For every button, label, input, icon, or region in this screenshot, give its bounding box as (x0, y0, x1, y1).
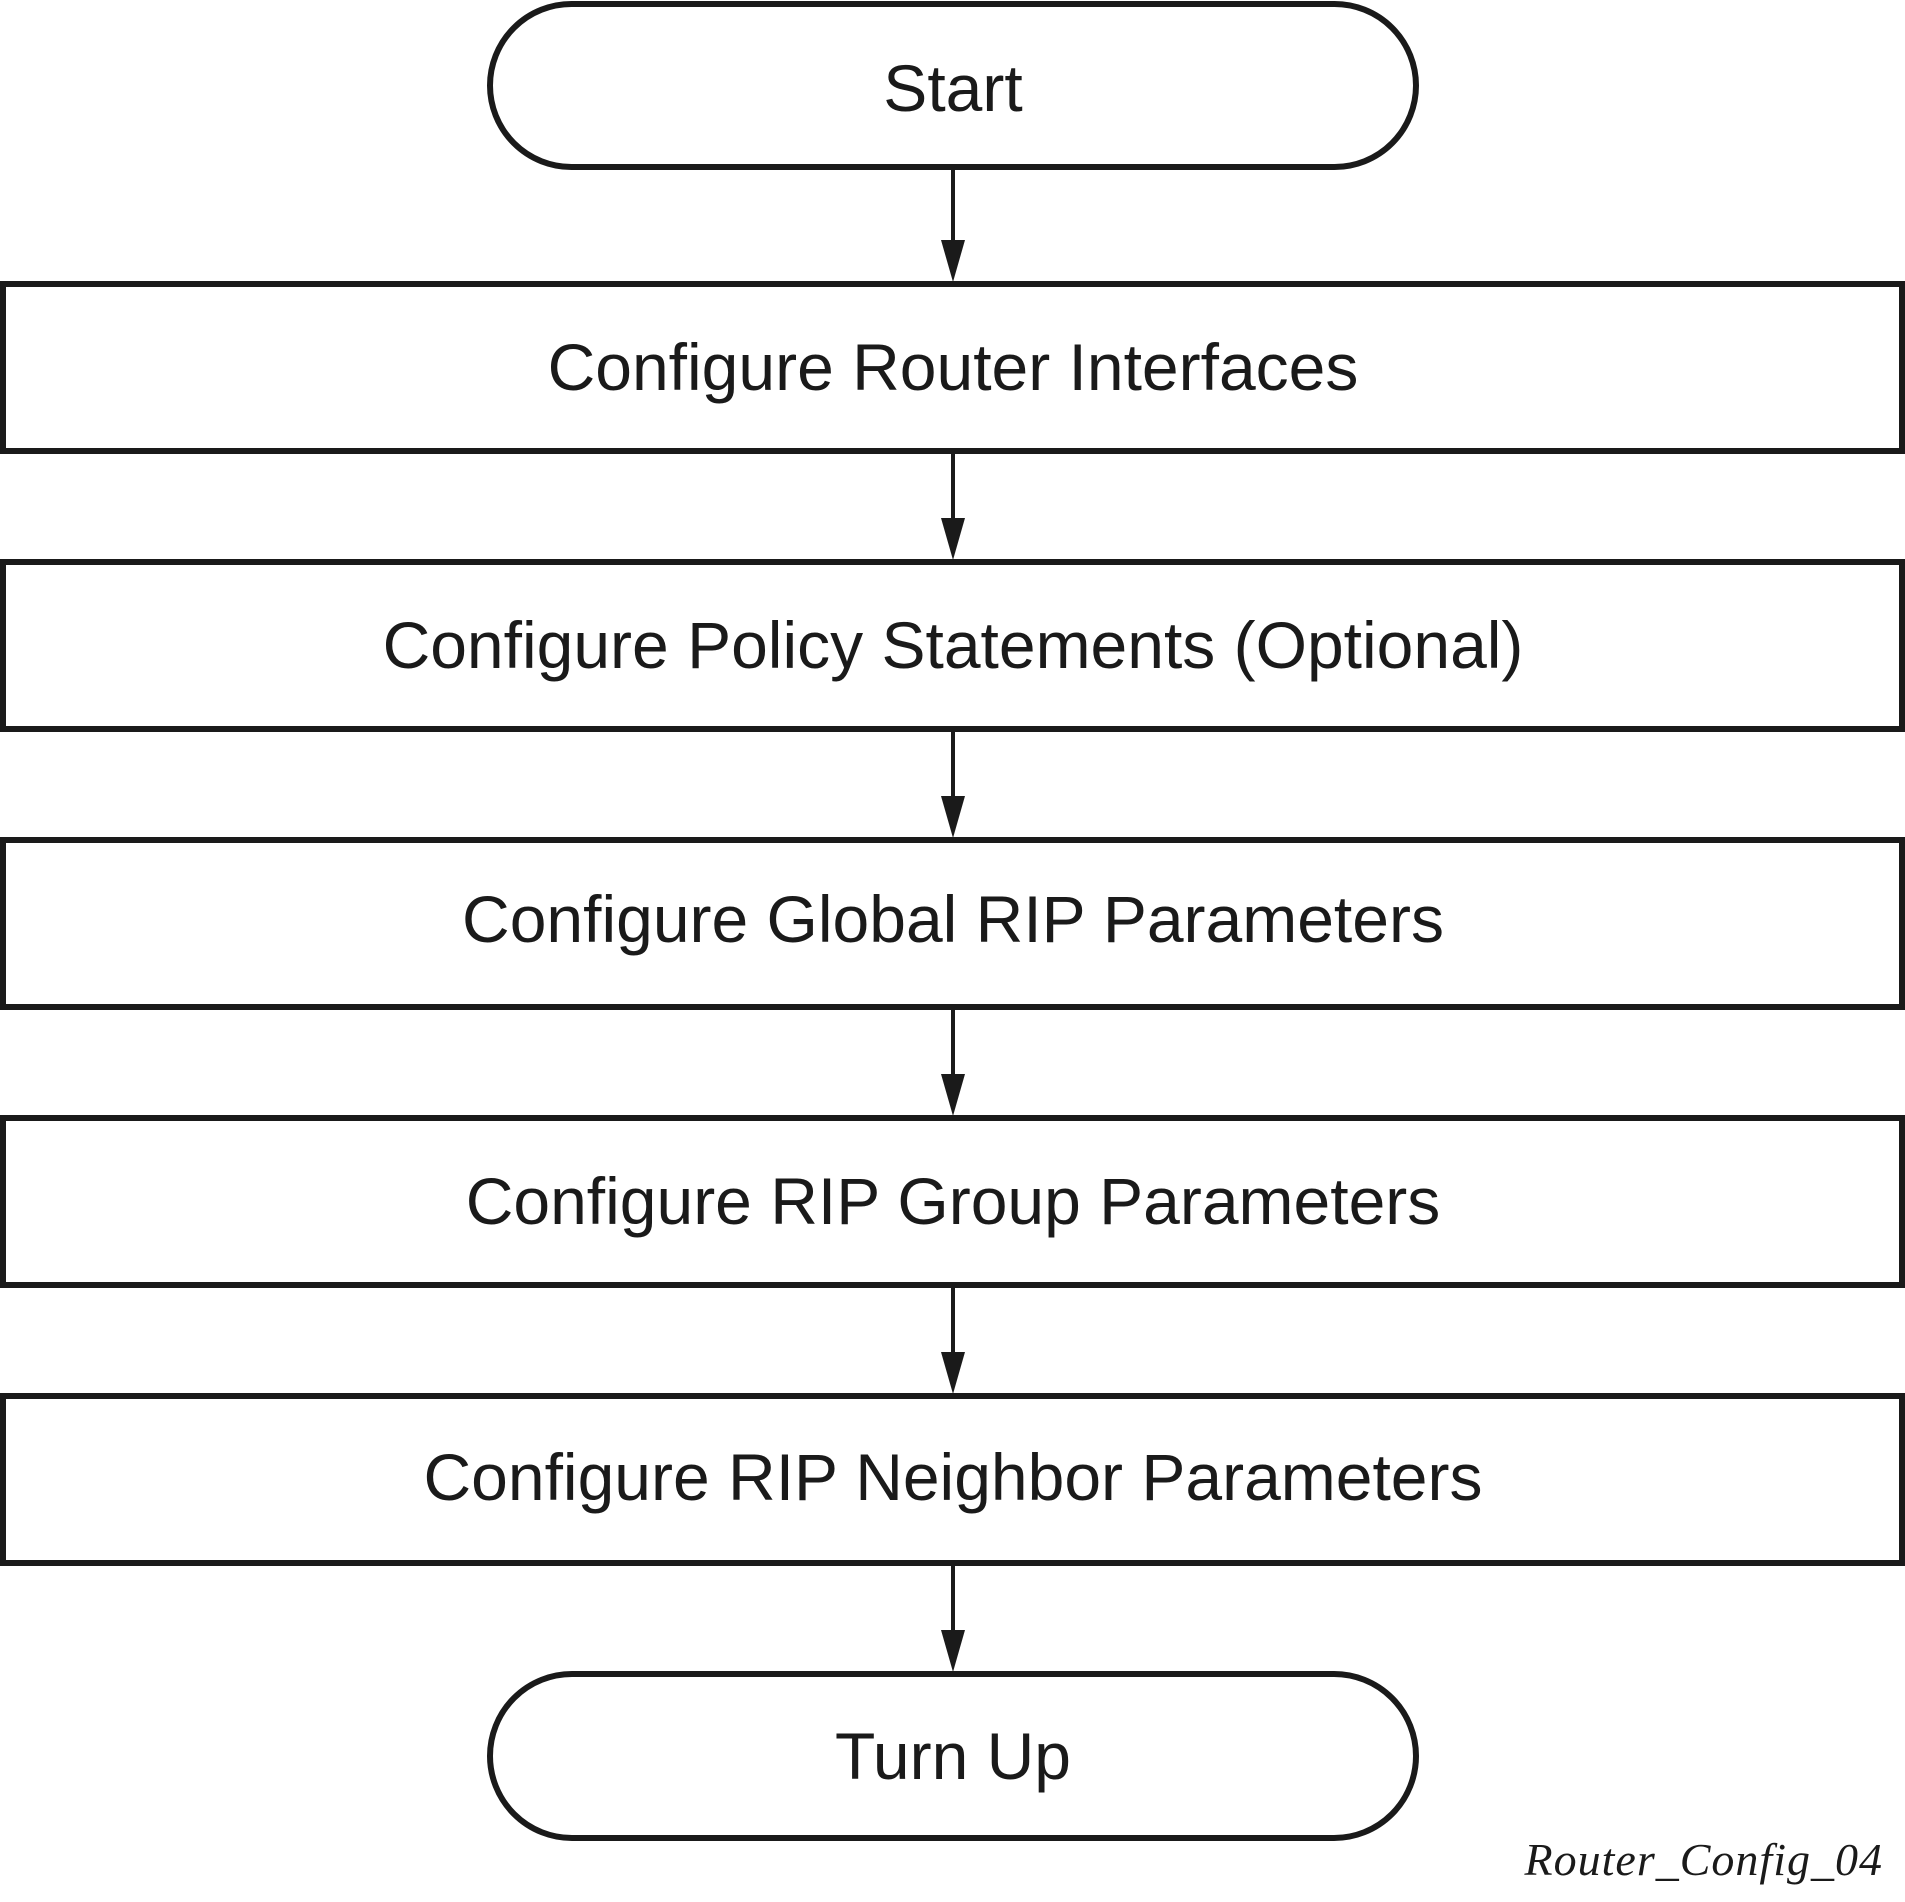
connector-step-3-to-step-4 (941, 1009, 965, 1116)
start-label: Start (883, 51, 1022, 125)
figure-id-label: Router_Config_04 (1524, 1834, 1883, 1885)
end-terminator: Turn Up (487, 1671, 1419, 1841)
arrowhead (941, 1074, 965, 1116)
arrowhead (941, 518, 965, 560)
process-step-3-label: Configure Global RIP Parameters (462, 882, 1444, 956)
process-box-4 (0, 1115, 1905, 1288)
process-step-5: Configure RIP Neighbor Parameters (0, 1393, 1905, 1566)
start-terminator: Start (487, 1, 1419, 170)
process-box-3 (0, 837, 1905, 1010)
process-step-2-label: Configure Policy Statements (Optional) (383, 608, 1524, 682)
connector-step-2-to-step-3 (941, 731, 965, 838)
connector-step-1-to-step-2 (941, 453, 965, 560)
connector-step-4-to-step-5 (941, 1287, 965, 1394)
end-label: Turn Up (835, 1719, 1071, 1793)
arrowhead (941, 1352, 965, 1394)
process-step-1-label: Configure Router Interfaces (548, 330, 1359, 404)
end-shape (487, 1671, 1419, 1841)
connector-start-to-step-1 (941, 169, 965, 282)
process-box-1 (0, 281, 1905, 454)
process-step-4: Configure RIP Group Parameters (0, 1115, 1905, 1288)
process-box-2 (0, 559, 1905, 732)
process-step-1: Configure Router Interfaces (0, 281, 1905, 454)
process-step-3: Configure Global RIP Parameters (0, 837, 1905, 1010)
arrowhead (941, 796, 965, 838)
start-shape (487, 1, 1419, 170)
arrowhead (941, 1630, 965, 1672)
process-step-5-label: Configure RIP Neighbor Parameters (424, 1440, 1483, 1514)
process-box-5 (0, 1393, 1905, 1566)
process-step-2: Configure Policy Statements (Optional) (0, 559, 1905, 732)
arrowhead (941, 240, 965, 282)
process-step-4-label: Configure RIP Group Parameters (466, 1164, 1441, 1238)
connector-step-5-to-end (941, 1565, 965, 1672)
